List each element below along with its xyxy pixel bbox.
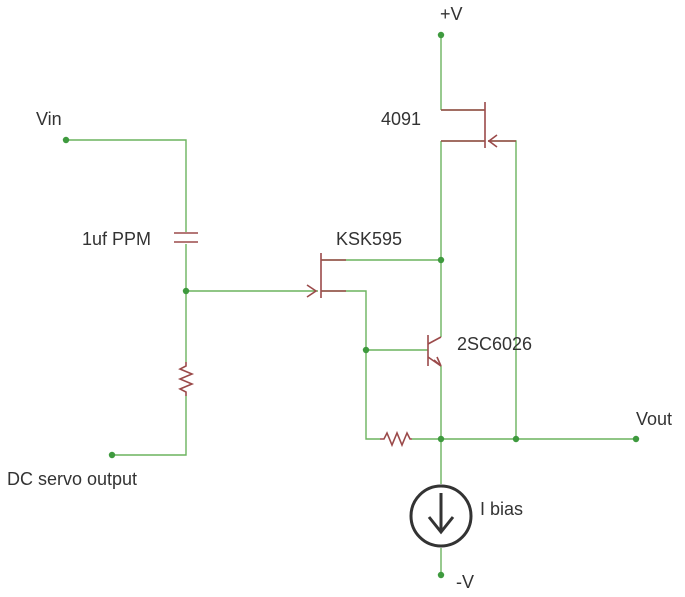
label-vin: Vin (36, 109, 62, 129)
label-vout: Vout (636, 409, 673, 429)
resistor-horizontal-symbol (380, 430, 412, 448)
label-bjt-2sc6026: 2SC6026 (457, 334, 533, 354)
wire-base-to-resistor (365, 350, 380, 440)
current-source-symbol (409, 484, 473, 548)
junction-output-left (437, 435, 445, 443)
label-jfet-4091: 4091 (381, 109, 422, 129)
pin-minus-v (437, 571, 445, 579)
pin-vout (632, 435, 640, 443)
junction-mid (437, 256, 445, 264)
pin-dc-servo (108, 451, 116, 459)
wire-top-jfet-gate-to-vout (488, 140, 517, 439)
bjt-2sc6026-symbol (427, 335, 442, 367)
label-minus-v: -V (456, 572, 474, 592)
wire-mid-jfet-source (322, 290, 367, 350)
label-jfet-ksk595: KSK595 (336, 229, 403, 249)
junction-base (362, 346, 370, 354)
label-dc-servo-output: DC servo output (7, 469, 138, 489)
wire-resistor-to-dc-servo (112, 396, 187, 456)
label-i-bias: I bias (480, 499, 524, 519)
resistor-vertical-symbol (177, 362, 195, 396)
jfet-4091-symbol (441, 102, 516, 148)
capacitor-symbol (174, 232, 198, 243)
pin-vin (62, 136, 70, 144)
junction-output-right (512, 435, 520, 443)
components (174, 102, 516, 548)
junction-cap-node (182, 287, 190, 295)
wires (66, 35, 636, 575)
pin-plus-v (437, 31, 445, 39)
wire-vin-to-capacitor (66, 139, 187, 232)
jfet-ksk595-symbol (306, 253, 346, 298)
label-plus-v: +V (440, 4, 463, 24)
nodes (62, 31, 640, 579)
label-capacitor: 1uf PPM (82, 229, 152, 249)
